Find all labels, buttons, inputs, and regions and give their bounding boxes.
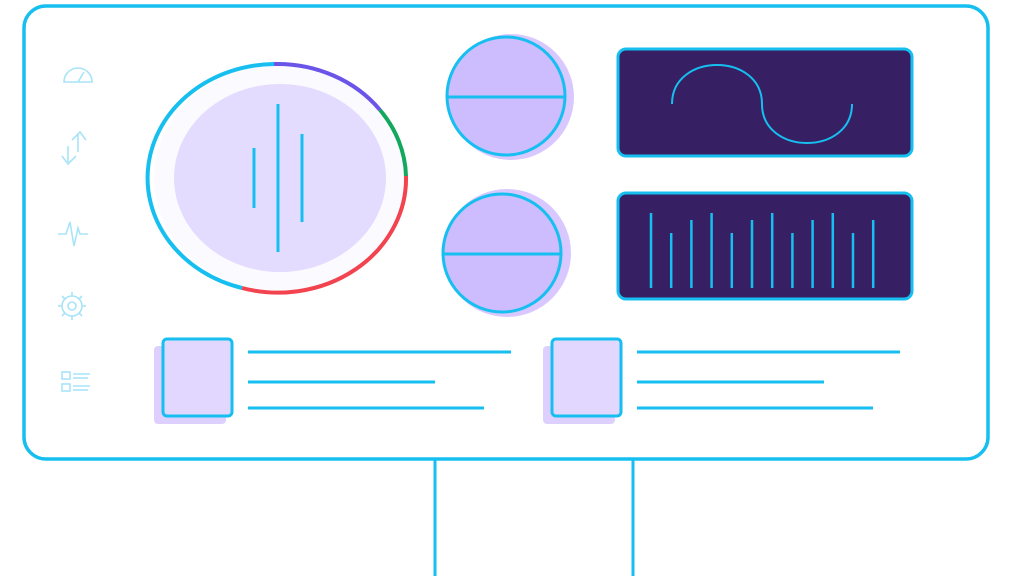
sidebar bbox=[58, 67, 93, 392]
knob-bottom[interactable] bbox=[441, 189, 571, 317]
dial-ring-blue bbox=[145, 62, 275, 290]
pulse-icon[interactable] bbox=[58, 221, 88, 247]
dial-ring-red bbox=[241, 175, 409, 295]
list-item-right[interactable] bbox=[543, 337, 900, 424]
gear-icon[interactable] bbox=[58, 292, 86, 320]
sine-wave bbox=[671, 64, 853, 144]
list-icon[interactable] bbox=[61, 371, 90, 392]
bars-screen bbox=[616, 191, 914, 301]
dial-ring-purple bbox=[273, 61, 382, 112]
gauge-icon[interactable] bbox=[63, 67, 93, 83]
dial-ring-green bbox=[378, 108, 408, 177]
knob-top[interactable] bbox=[445, 34, 574, 160]
waveform-screen bbox=[616, 47, 914, 158]
main-dial[interactable] bbox=[145, 61, 409, 295]
up-down-arrows-icon[interactable] bbox=[61, 130, 87, 166]
list-item-left[interactable] bbox=[154, 337, 511, 424]
